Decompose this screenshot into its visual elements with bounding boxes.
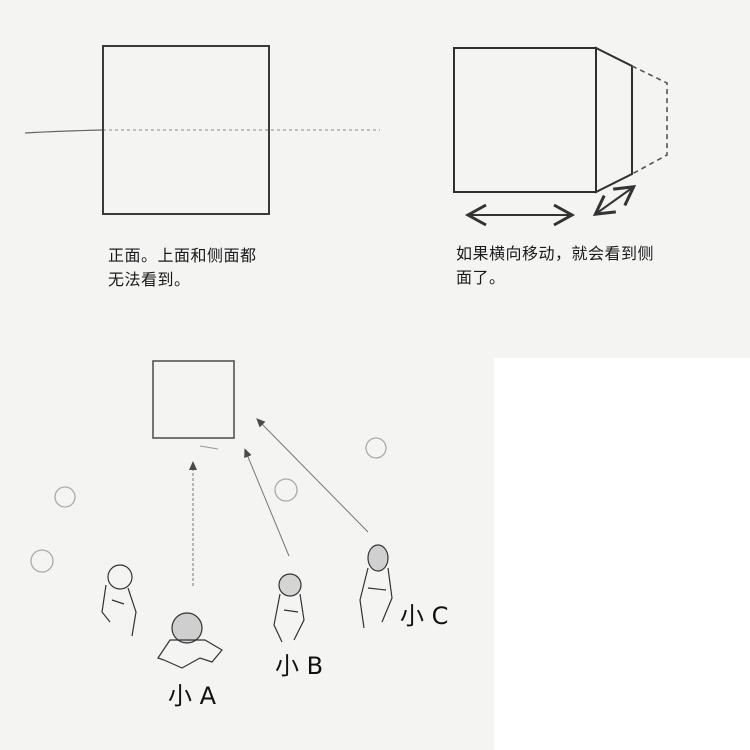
- side-view-box: [453, 46, 668, 227]
- figure-c-label: 小 C: [400, 602, 449, 630]
- blank-region: [494, 358, 750, 750]
- top-down-object: [152, 360, 235, 450]
- caption-line: 如果横向移动，就会看到侧: [456, 244, 655, 263]
- side-view-caption: 如果横向移动，就会看到侧 面了。: [456, 242, 654, 290]
- figure-c: [359, 544, 393, 629]
- caption-line: 无法看到。: [108, 270, 191, 289]
- figure-extra: [101, 564, 137, 637]
- figure-a: [157, 612, 223, 669]
- figure-b-label: 小 B: [275, 652, 324, 680]
- front-view-square: [24, 45, 380, 215]
- caption-line: 面了。: [456, 268, 506, 287]
- floor-circles: [30, 437, 387, 573]
- sight-lines: [189, 418, 369, 586]
- caption-line: 正面。上面和侧面都: [108, 246, 257, 265]
- front-view-caption: 正面。上面和侧面都 无法看到。: [108, 244, 257, 292]
- figure-a-label: 小 A: [168, 682, 217, 710]
- figure-b: [273, 573, 305, 643]
